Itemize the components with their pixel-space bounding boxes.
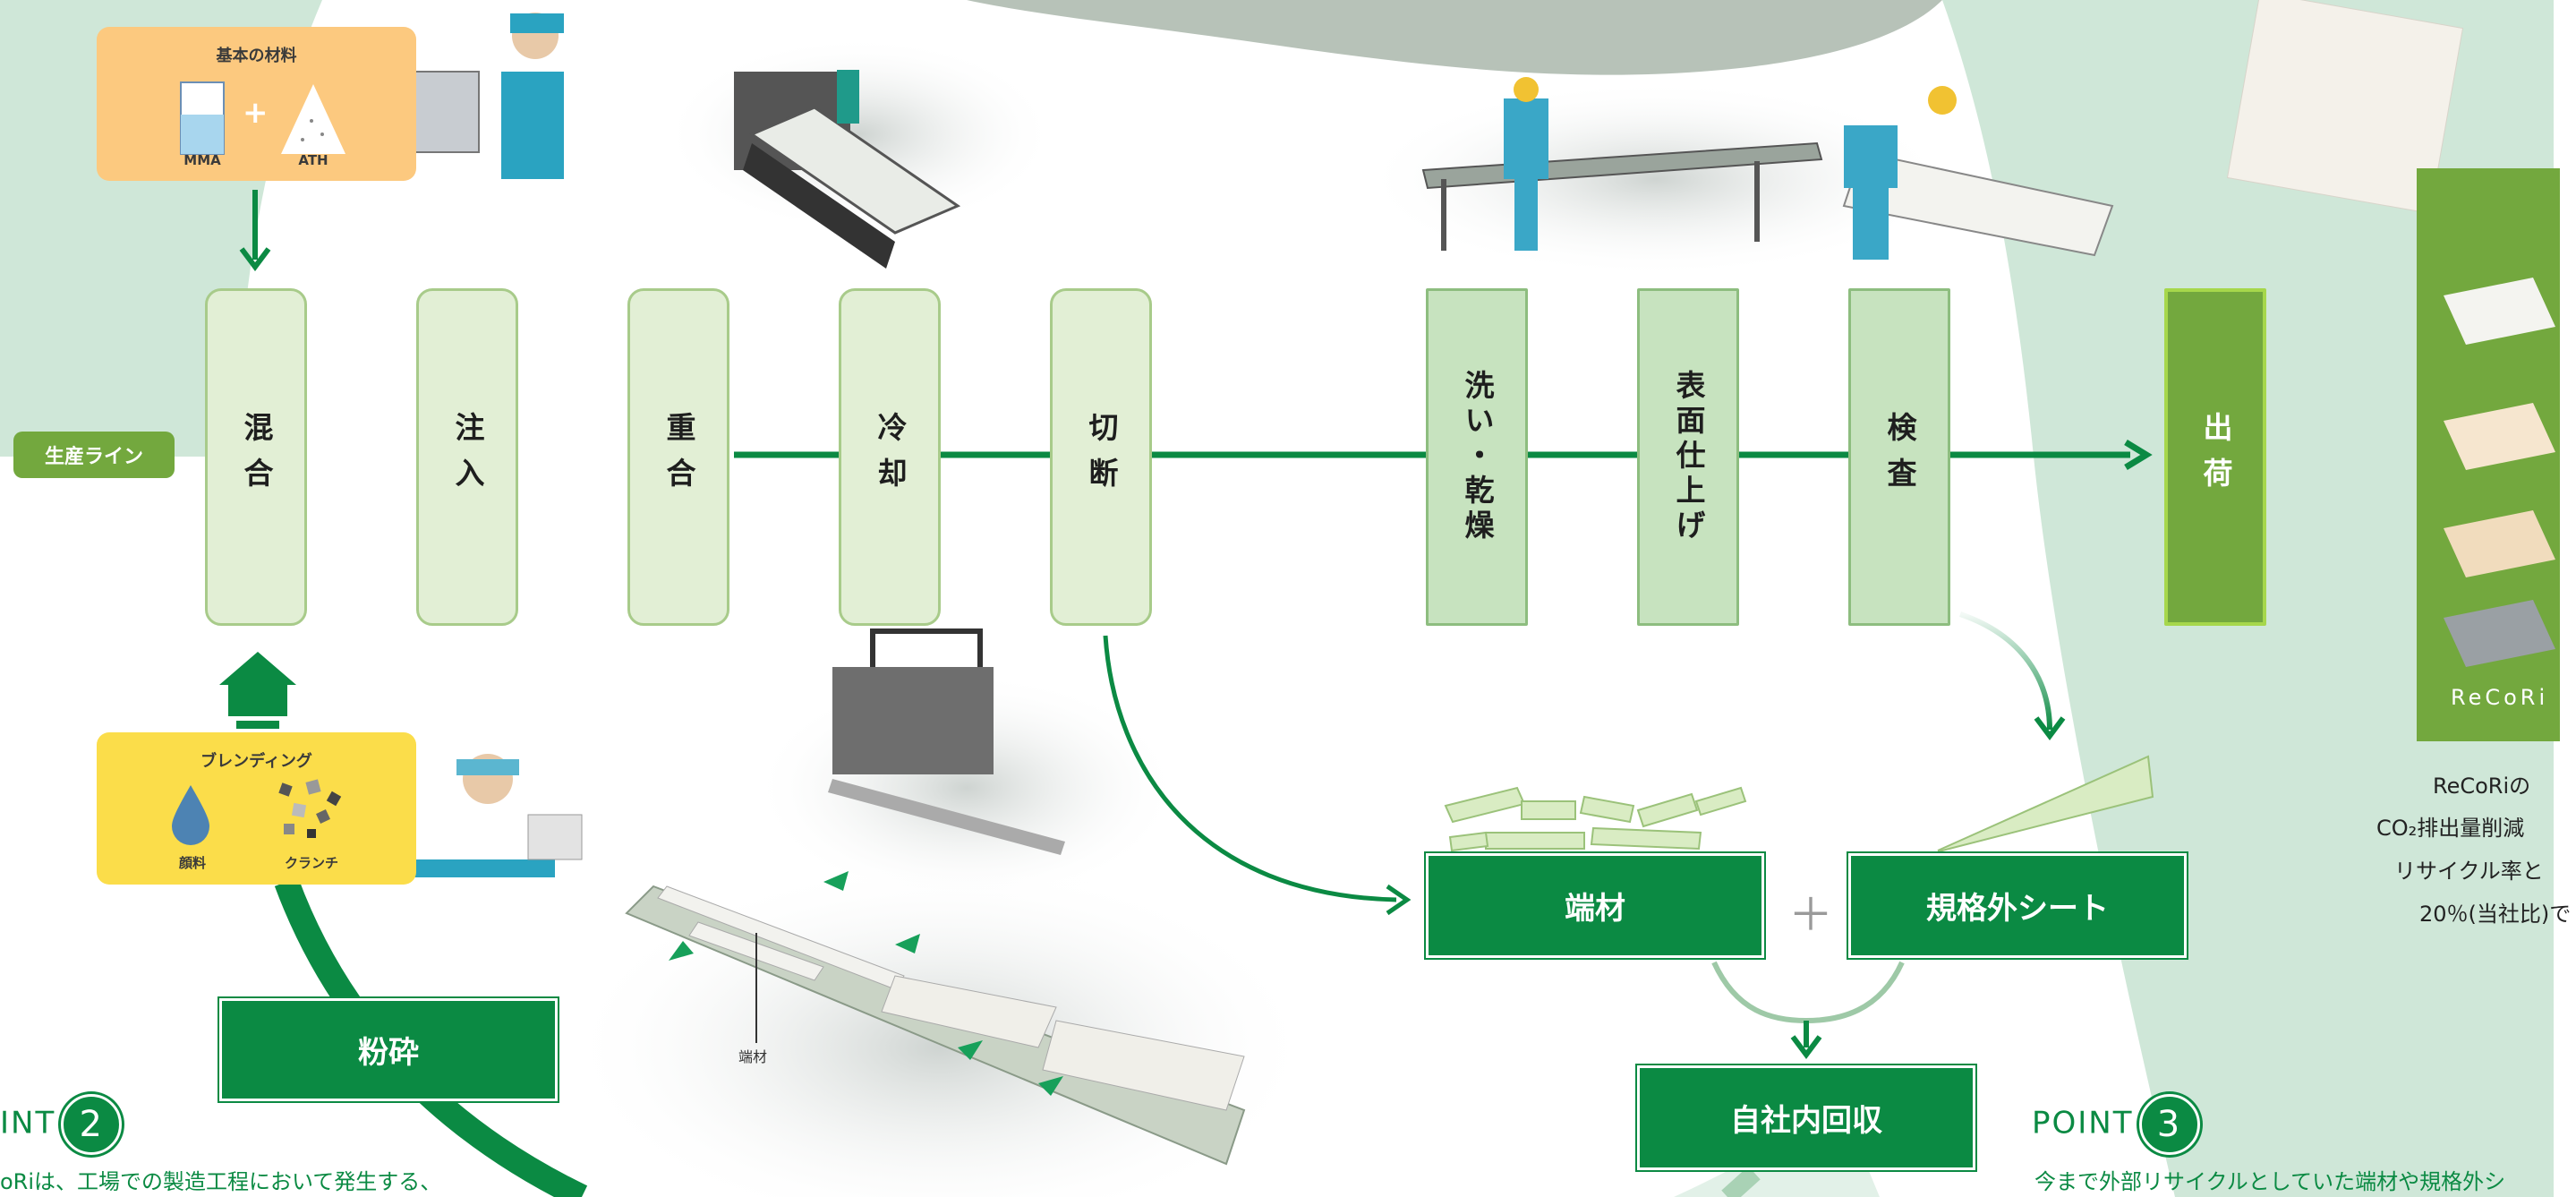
blending-worker-illustration bbox=[385, 754, 583, 877]
sample-tiles bbox=[2444, 278, 2555, 667]
step-mixing-label: 混合 bbox=[239, 411, 274, 503]
material-ath-label: ATH bbox=[298, 152, 328, 168]
materials-title: 基本の材料 bbox=[216, 47, 297, 65]
point-2-text: oRiは、工場での製造工程において発生する、 bbox=[0, 1169, 442, 1194]
blending-up-arrow bbox=[219, 652, 296, 716]
blending-card: ブレンディング 顔料 クランチ bbox=[97, 732, 416, 885]
crunch-label: クランチ bbox=[284, 855, 338, 871]
in-house-recovery-box: 自社内回収 bbox=[1635, 1064, 1977, 1172]
step-washing-drying: 洗い・乾燥 bbox=[1426, 288, 1528, 626]
step-inspection-label: 検査 bbox=[1882, 411, 1917, 503]
recover-down-arrow bbox=[1790, 1035, 1822, 1059]
recori-brand-label: ReCoRi bbox=[2451, 685, 2549, 710]
step-polymerization-label: 重合 bbox=[661, 411, 696, 503]
line-arrowhead bbox=[2124, 440, 2153, 470]
step-polymerization: 重合 bbox=[627, 288, 729, 626]
inspect-to-offspec-curve bbox=[1959, 611, 2052, 731]
merge-curves bbox=[1711, 961, 1905, 1024]
materials-down-arrow bbox=[239, 247, 271, 271]
blending-title: ブレンディング bbox=[200, 752, 312, 771]
step-cutting-label: 切断 bbox=[1084, 411, 1119, 503]
materials-card: 基本の材料 + MMA ATH bbox=[97, 27, 416, 181]
step-cutting: 切断 bbox=[1050, 288, 1152, 626]
point-3-text: 今まで外部リサイクルとしていた端材や規格外シ bbox=[2034, 1169, 2506, 1194]
crunch-chips-icon bbox=[278, 779, 342, 838]
pigment-drop-icon bbox=[172, 785, 209, 845]
step-pouring: 注入 bbox=[416, 288, 518, 626]
return-line bbox=[1721, 1166, 1761, 1197]
material-mma-label: MMA bbox=[183, 152, 221, 168]
scrap-pieces-illustration bbox=[1444, 786, 1747, 852]
grinding-box: 粉砕 bbox=[218, 996, 559, 1103]
step-cooling-label: 冷却 bbox=[873, 411, 908, 503]
side-text-line-3: リサイクル率と bbox=[2394, 859, 2544, 884]
step-surface-finishing: 表面仕上げ bbox=[1637, 288, 1739, 626]
step-shipping-label: 出荷 bbox=[2198, 411, 2233, 503]
washing-table-illustration bbox=[1421, 77, 1823, 251]
point-3-number: 3 bbox=[2138, 1094, 2200, 1155]
materials-plus: + bbox=[243, 95, 269, 131]
step-surface-finishing-label: 表面仕上げ bbox=[1671, 370, 1706, 544]
beaker-icon bbox=[180, 81, 225, 155]
step-pouring-label: 注入 bbox=[450, 411, 485, 503]
scrap-callout-label: 端材 bbox=[738, 1048, 768, 1065]
conveyor-machine-illustration bbox=[734, 70, 961, 269]
step-cooling: 冷却 bbox=[839, 288, 941, 626]
step-mixing: 混合 bbox=[205, 288, 307, 626]
point-2-number: 2 bbox=[61, 1094, 123, 1155]
side-text-line-4: 20％(当社比)で bbox=[2419, 902, 2572, 927]
pigment-label: 顔料 bbox=[178, 855, 206, 871]
point-3-label: POINT bbox=[2032, 1105, 2134, 1141]
off-spec-sheet-illustration bbox=[1937, 755, 2154, 851]
side-text-line-2: CO₂排出量削減 bbox=[2376, 816, 2525, 841]
offcut-box: 端材 bbox=[1424, 851, 1766, 960]
recori-sample-sheet bbox=[2226, 0, 2464, 214]
off-spec-sheet-box: 規格外シート bbox=[1847, 851, 2188, 960]
plus-sign: ＋ bbox=[1788, 889, 1833, 941]
cutting-machine-illustration bbox=[828, 628, 1065, 855]
factory-landscape-illustration bbox=[967, 0, 1942, 75]
lab-worker-illustration bbox=[393, 13, 564, 179]
step-inspection: 検査 bbox=[1848, 288, 1950, 626]
powder-pile-icon bbox=[281, 84, 345, 154]
inspection-worker-illustration bbox=[1842, 86, 2114, 260]
step-shipping: 出荷 bbox=[2164, 288, 2266, 626]
sheet-conveyor-illustration bbox=[625, 871, 1246, 1166]
side-text-line-1: ReCoRiの bbox=[2433, 774, 2531, 799]
step-washing-drying-label: 洗い・乾燥 bbox=[1460, 370, 1495, 544]
production-line-label: 生産ライン bbox=[13, 432, 175, 478]
cut-to-scrap-curve bbox=[1103, 635, 1397, 902]
point-2-label: INT bbox=[0, 1105, 56, 1141]
